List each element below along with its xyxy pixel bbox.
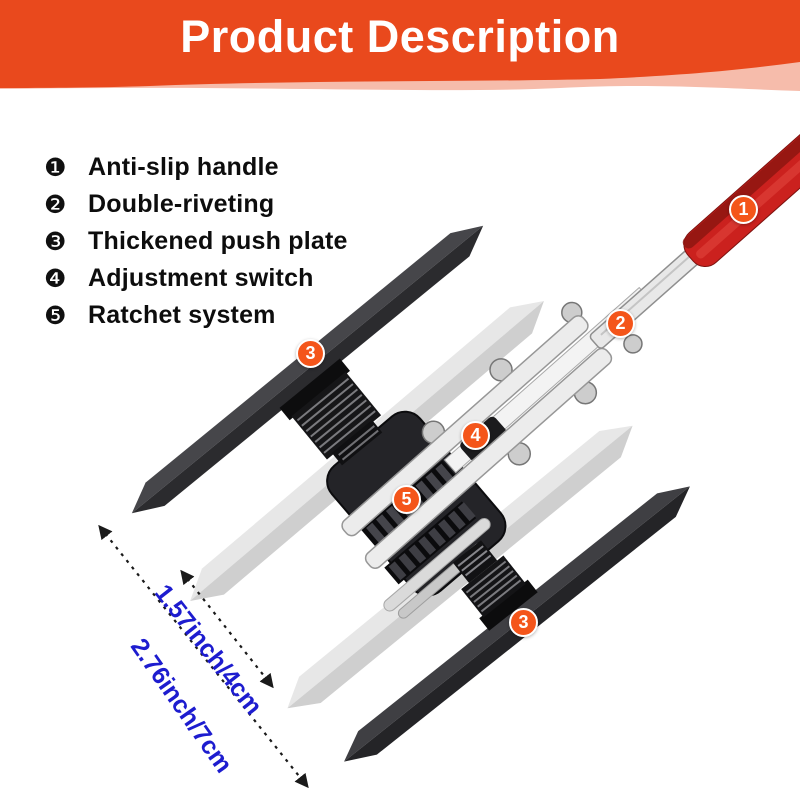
wrench-shaft <box>589 243 707 349</box>
anti-slip-handle <box>682 118 800 268</box>
wrench-arm-lower <box>364 347 613 569</box>
numbered-bullet-5-icon: ❺ <box>44 301 67 330</box>
feature-item-ratchet-system: ❺ Ratchet system <box>44 297 348 334</box>
feature-item-double-riveting: ❷ Double-riveting <box>44 186 348 223</box>
feature-item-anti-slip-handle: ❶ Anti-slip handle <box>44 149 348 186</box>
callout-badge-2-riveting: 2 <box>606 309 635 338</box>
push-plate-top <box>131 225 484 514</box>
feature-label: Ratchet system <box>88 301 276 329</box>
numbered-bullet-3-icon: ❸ <box>44 227 67 256</box>
feature-label: Double-riveting <box>88 190 275 218</box>
dimension-arrows <box>98 524 309 789</box>
feature-label: Adjustment switch <box>88 264 314 292</box>
banner-wave-orange <box>0 0 800 88</box>
gear-teeth-strip-lower <box>384 501 477 585</box>
numbered-bullet-4-icon: ❹ <box>44 264 67 293</box>
feature-list: ❶ Anti-slip handle ❷ Double-riveting ❸ T… <box>44 149 348 334</box>
ratchet-wrench <box>341 118 800 569</box>
callout-badge-5-ratchet: 5 <box>392 485 421 514</box>
numbered-bullet-1-icon: ❶ <box>44 153 67 182</box>
threaded-collar <box>279 358 383 466</box>
header-banner: Product Description <box>0 0 800 110</box>
feature-label: Anti-slip handle <box>88 153 279 181</box>
callout-badge-4-adjustment-switch: 4 <box>461 421 490 450</box>
callout-badge-3-push-plate-bottom: 3 <box>509 608 538 637</box>
callout-badge-3-push-plate-top: 3 <box>296 339 325 368</box>
threaded-stud <box>452 540 538 631</box>
numbered-bullet-2-icon: ❷ <box>44 190 67 219</box>
dimension-arrow-short <box>180 569 274 689</box>
page-title: Product Description <box>180 11 620 62</box>
feature-label: Thickened push plate <box>88 227 348 255</box>
feature-item-thickened-push-plate: ❸ Thickened push plate <box>44 223 348 260</box>
washer-plate-1 <box>383 517 491 612</box>
feature-item-adjustment-switch: ❹ Adjustment switch <box>44 260 348 297</box>
callout-badge-1-handle: 1 <box>729 195 758 224</box>
